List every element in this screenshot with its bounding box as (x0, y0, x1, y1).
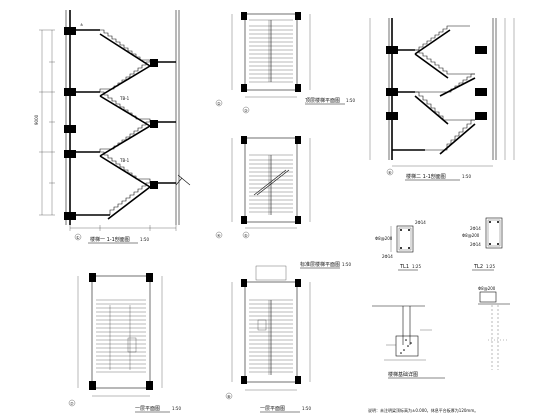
stair-plan-standard-floor: ④ ⑤ 标准层楼梯平面图 1:50 (215, 136, 351, 269)
svg-text:±: ± (80, 22, 83, 27)
beam-section-tl2: 2Φ14 Φ8@200 2Φ14 TL2 1:25 (462, 217, 503, 271)
stair-section-left: 9000 ① 楼梯一 1-1剖面图 1:50 ± TB-1 TB-1 (34, 10, 191, 244)
section-title-left: 楼梯一 1-1剖面图 (90, 236, 130, 243)
plan-title-first-left: 一层平面图 (135, 406, 160, 412)
tl2-bottom-bar: 2Φ14 (470, 242, 481, 247)
axis-mark: ① (76, 235, 80, 240)
plan-title-top: 顶层楼梯平面图 (305, 97, 340, 104)
stair-foundation-detail: 楼梯基础详图 Φ8@200 (372, 286, 510, 379)
section-scale-right: 1:50 (462, 174, 471, 179)
plan-title-first-mid: 一层平面图 (260, 406, 285, 412)
plan-scale-standard: 1:50 (342, 262, 351, 267)
tl2-title: TL2 (473, 264, 483, 270)
plan-scale-first-left: 1:50 (172, 406, 181, 411)
plan-scale-first-mid: 1:50 (302, 406, 311, 411)
plan-title-standard: 标准层楼梯平面图 (300, 261, 340, 268)
beam-section-tl1: Φ8@200 2Φ14 2Φ14 TL1 1:25 (375, 220, 426, 271)
stair-plan-first-floor-left: ⑦ 一层平面图 1:50 (68, 273, 181, 413)
stair-plan-top-floor: ② ③ 顶层楼梯平面图 1:50 (215, 12, 355, 114)
tl1-top-bar: 2Φ14 (415, 220, 426, 225)
foundation-rebar: Φ8@200 (478, 286, 496, 291)
tl2-scale: 1:25 (486, 264, 495, 269)
tl1-title: TL1 (399, 264, 409, 270)
axis-mark: ④ (217, 233, 221, 238)
section-scale-left: 1:50 (140, 237, 149, 242)
axis-mark: ⑥ (388, 170, 392, 175)
foundation-title: 楼梯基础详图 (388, 371, 418, 378)
tl2-stirrup: Φ8@200 (462, 233, 480, 238)
stair-section-right: ⑥ 楼梯二 1-1剖面图 1:50 (369, 18, 515, 181)
section-title-right: 楼梯二 1-1剖面图 (406, 173, 446, 180)
tl1-bottom-bar: 2Φ14 (382, 254, 393, 259)
stair-plan-first-floor-mid: ⑧ 一层平面图 1:50 (225, 265, 311, 413)
tl1-scale: 1:25 (412, 264, 421, 269)
axis-mark: ③ (244, 108, 248, 113)
svg-text:9000: 9000 (34, 114, 39, 125)
axis-mark: ⑤ (244, 233, 248, 238)
svg-text:TB-1: TB-1 (119, 158, 130, 163)
plan-scale-top: 1:50 (346, 98, 355, 103)
svg-text:TB-1: TB-1 (119, 96, 130, 101)
axis-mark: ② (217, 101, 221, 106)
axis-mark: ⑧ (227, 394, 231, 399)
tl1-stirrup: Φ8@200 (375, 236, 393, 241)
axis-mark: ⑦ (70, 401, 74, 406)
tl2-top-bar: 2Φ14 (470, 226, 481, 231)
general-note: 说明：未注明梁顶标高为±0.000，休息平台板厚为120mm。 (368, 407, 478, 413)
